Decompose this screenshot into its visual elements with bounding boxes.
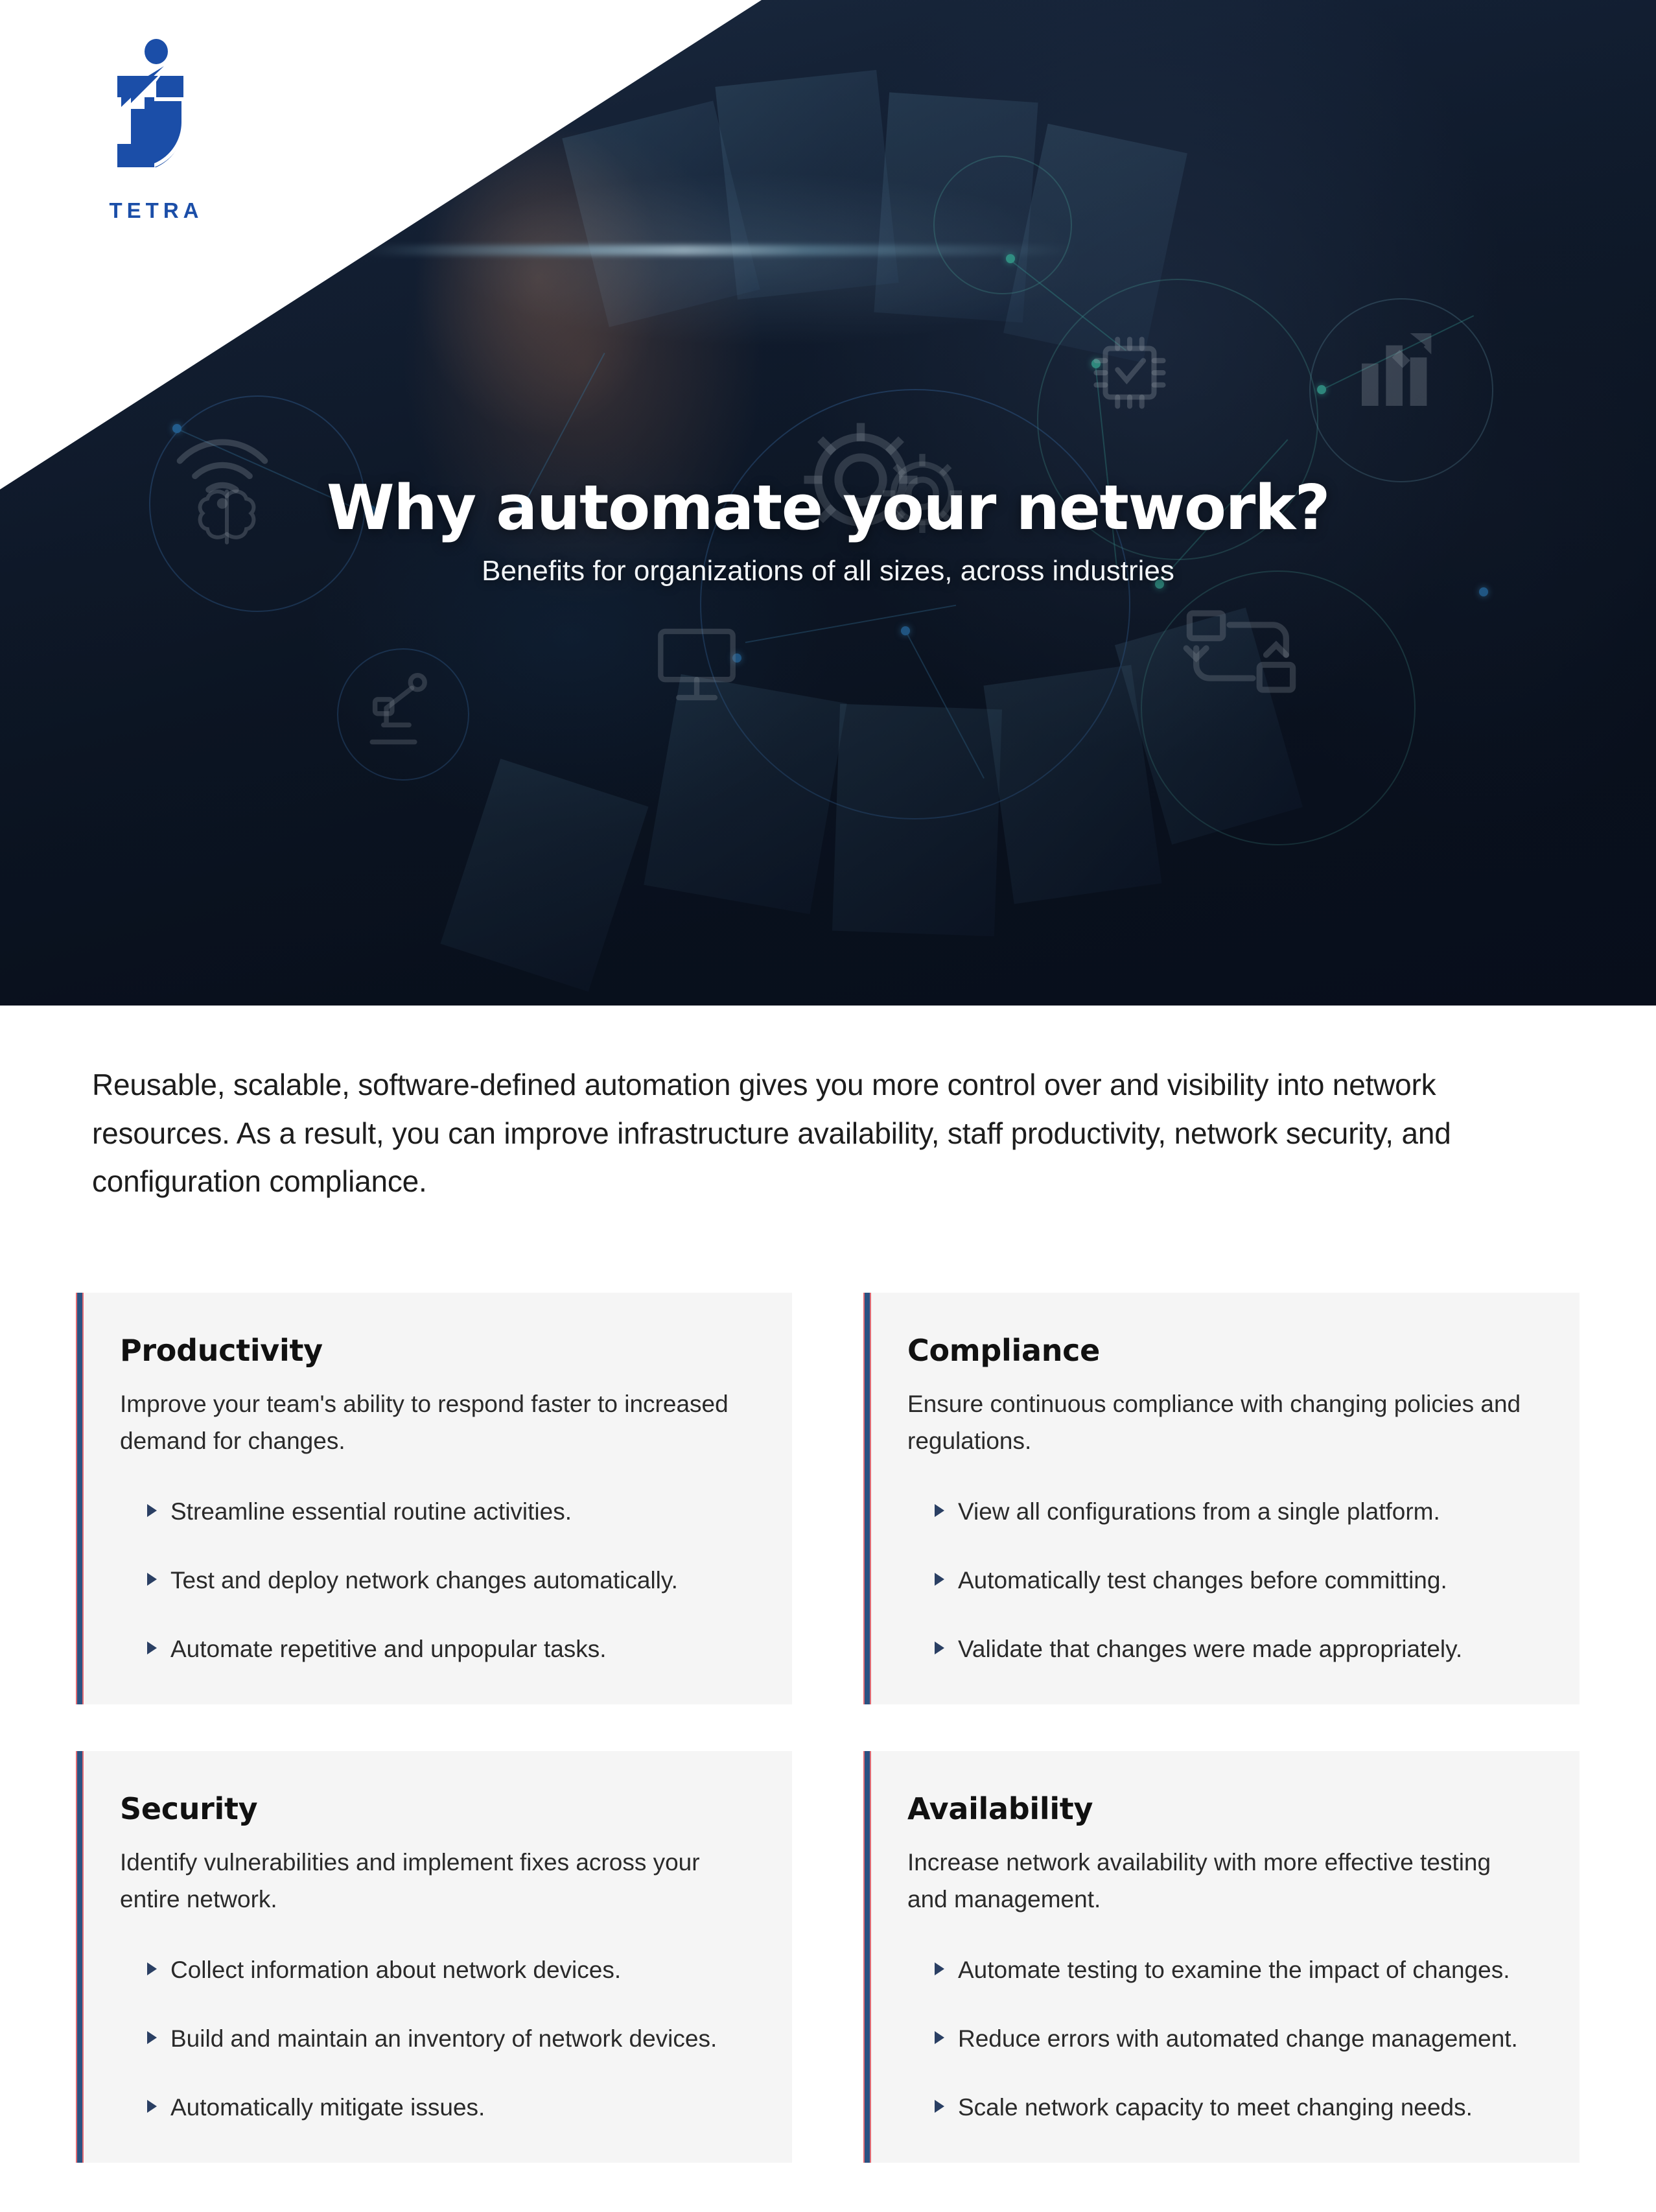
card-bullet-list: View all configurations from a single pl… [907, 1496, 1537, 1665]
benefit-cards-grid: Productivity Improve your team's ability… [76, 1293, 1580, 2163]
benefit-card-availability: Availability Increase network availabili… [863, 1751, 1580, 2163]
triangle-bullet-icon [147, 1962, 157, 1976]
list-item-label: Scale network capacity to meet changing … [958, 2094, 1473, 2121]
list-item-label: Automate testing to examine the impact o… [958, 1957, 1510, 1984]
list-item: Reduce errors with automated change mana… [935, 2023, 1537, 2055]
triangle-bullet-icon [935, 1573, 944, 1586]
list-item-label: Streamline essential routine activities. [170, 1498, 572, 1525]
card-title: Security [120, 1791, 258, 1827]
list-item: Test and deploy network changes automati… [147, 1564, 749, 1597]
triangle-bullet-icon [147, 1504, 157, 1518]
card-bullet-list: Collect information about network device… [120, 1954, 749, 2124]
brand-wordmark: TETRA [109, 198, 204, 222]
triangle-bullet-icon [147, 1641, 157, 1655]
card-bullet-list: Streamline essential routine activities.… [120, 1496, 749, 1665]
card-title: Availability [907, 1791, 1093, 1827]
triangle-bullet-icon [935, 1962, 944, 1976]
triangle-bullet-icon [935, 2100, 944, 2113]
card-title: Compliance [907, 1333, 1101, 1368]
list-item-label: Test and deploy network changes automati… [170, 1567, 678, 1594]
tetra-figure-logo-icon [117, 39, 185, 167]
list-item: View all configurations from a single pl… [935, 1496, 1537, 1528]
card-description: Increase network availability with more … [907, 1848, 1491, 1913]
list-item: Streamline essential routine activities. [147, 1496, 749, 1528]
list-item: Automatically mitigate issues. [147, 2091, 749, 2124]
benefit-card-compliance: Compliance Ensure continuous compliance … [863, 1293, 1580, 1705]
hero-banner: TETRA Why automate your network? Benefit… [0, 0, 1656, 1006]
list-item-label: Collect information about network device… [170, 1957, 622, 1984]
list-item-label: Automate repetitive and unpopular tasks. [170, 1636, 607, 1663]
benefit-card-productivity: Productivity Improve your team's ability… [76, 1293, 792, 1705]
card-description: Ensure continuous compliance with changi… [907, 1390, 1521, 1454]
triangle-bullet-icon [147, 2100, 157, 2113]
list-item-label: Automatically mitigate issues. [170, 2094, 485, 2121]
benefit-card-security: Security Identify vulnerabilities and im… [76, 1751, 792, 2163]
card-accent-bar [863, 1751, 871, 2163]
list-item: Collect information about network device… [147, 1954, 749, 1986]
card-description: Identify vulnerabilities and implement f… [120, 1848, 700, 1913]
intro-paragraph: Reusable, scalable, software-defined aut… [92, 1068, 1451, 1199]
list-item-label: View all configurations from a single pl… [958, 1498, 1440, 1525]
list-item: Automate repetitive and unpopular tasks. [147, 1633, 749, 1665]
triangle-bullet-icon [147, 2031, 157, 2045]
card-description: Improve your team's ability to respond f… [120, 1390, 729, 1454]
triangle-bullet-icon [935, 1504, 944, 1518]
card-accent-bar [76, 1751, 84, 2163]
list-item-label: Automatically test changes before commit… [958, 1567, 1447, 1594]
page-title: Why automate your network? [326, 473, 1331, 544]
list-item-label: Build and maintain an inventory of netwo… [170, 2025, 717, 2053]
card-bullet-list: Automate testing to examine the impact o… [907, 1954, 1537, 2124]
list-item: Scale network capacity to meet changing … [935, 2091, 1537, 2124]
card-title: Productivity [120, 1333, 323, 1368]
brand-logo[interactable]: TETRA [96, 39, 213, 223]
hero-text-block: Why automate your network? Benefits for … [0, 473, 1656, 589]
triangle-bullet-icon [935, 1641, 944, 1655]
list-item: Build and maintain an inventory of netwo… [147, 2023, 749, 2055]
list-item-label: Reduce errors with automated change mana… [958, 2025, 1518, 2053]
card-accent-bar [863, 1293, 871, 1705]
list-item: Validate that changes were made appropri… [935, 1633, 1537, 1665]
triangle-bullet-icon [935, 2031, 944, 2045]
list-item: Automatically test changes before commit… [935, 1564, 1537, 1597]
card-accent-bar [76, 1293, 84, 1705]
list-item-label: Validate that changes were made appropri… [958, 1636, 1463, 1663]
list-item: Automate testing to examine the impact o… [935, 1954, 1537, 1986]
page-subtitle: Benefits for organizations of all sizes,… [482, 554, 1174, 587]
triangle-bullet-icon [147, 1573, 157, 1586]
